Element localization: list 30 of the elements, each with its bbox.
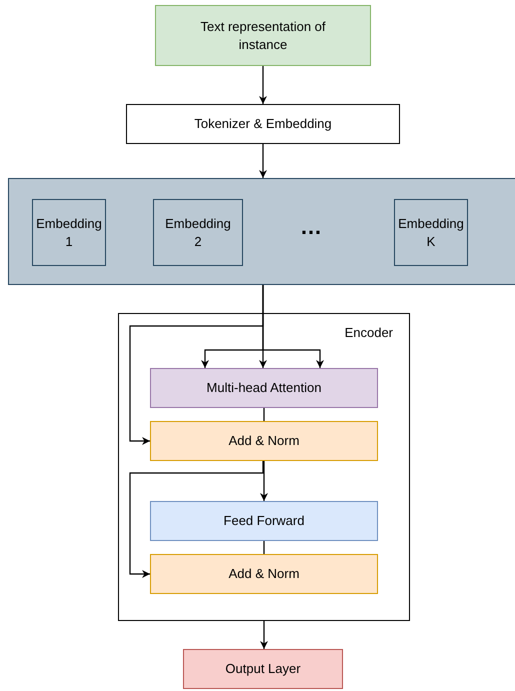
node-label: Add & Norm bbox=[228, 432, 300, 450]
add-norm-box bbox=[150, 554, 378, 594]
arrow bbox=[260, 461, 268, 501]
node-label: Multi-head Attention bbox=[206, 379, 322, 397]
node-label: Feed Forward bbox=[224, 512, 304, 530]
input-box bbox=[155, 5, 371, 66]
encoder-container bbox=[118, 313, 410, 621]
embedding-box bbox=[153, 199, 243, 266]
node-label: Tokenizer & Embedding bbox=[194, 115, 332, 133]
add-norm-box bbox=[150, 421, 378, 461]
arrow bbox=[129, 461, 264, 578]
ellipsis-label: … bbox=[300, 214, 322, 240]
embedding-box bbox=[394, 199, 468, 266]
container-title: Encoder bbox=[344, 324, 393, 342]
node-label: Output Layer bbox=[225, 660, 301, 678]
arrow bbox=[259, 144, 267, 178]
arrow bbox=[260, 621, 268, 649]
arrow bbox=[259, 66, 267, 104]
node-label: Embedding K bbox=[397, 214, 465, 250]
node-label: Add & Norm bbox=[228, 565, 300, 583]
node-label: Embedding 2 bbox=[164, 214, 232, 250]
attention-box bbox=[150, 368, 378, 408]
embedding-band bbox=[8, 178, 515, 285]
feed-forward-box bbox=[150, 501, 378, 541]
output-box bbox=[183, 649, 343, 689]
process-box bbox=[126, 104, 400, 144]
arrow bbox=[129, 285, 264, 445]
node-label: Text representation of instance bbox=[199, 18, 327, 54]
embedding-box bbox=[32, 199, 106, 266]
node-label: Embedding 1 bbox=[35, 214, 103, 250]
